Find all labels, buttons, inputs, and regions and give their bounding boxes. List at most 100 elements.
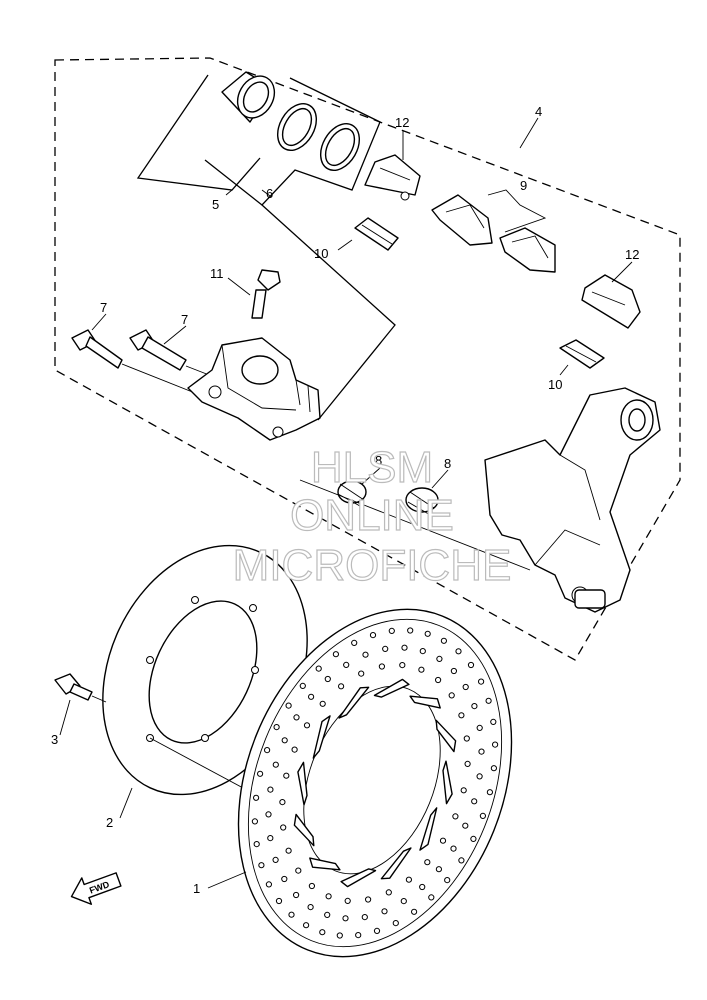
watermark-line-2: ONLINE [290,491,454,540]
disc-hole [351,639,358,647]
leader-7b [163,325,187,345]
disc-slot [338,686,370,719]
disc-hole [400,898,407,905]
pin-bolt-left [71,329,123,369]
disc-hole [281,875,288,883]
disc-slot [380,847,412,880]
disc-hole [299,682,306,690]
disc-hole [319,700,326,707]
disc-hole [405,876,412,883]
leader-5 [225,189,233,196]
callout-10-lower: 10 [548,377,562,392]
disc-hole [253,841,260,848]
disc-hole [419,648,426,655]
disc-hole [319,929,326,936]
boot-axis-line [299,479,531,571]
disc-hole [324,675,331,683]
disc-slot [409,695,441,709]
disc-hole [467,661,475,669]
brake-disc [237,608,513,958]
callout-5: 5 [212,197,219,212]
pin-axis-line-1 [121,363,201,396]
disc-hole [458,712,465,719]
watermark-line-1: HLSM [311,443,433,492]
disc-slot [340,868,377,888]
group-bracket-5 [136,74,261,191]
callout-2: 2 [106,815,113,830]
leader-10a [337,239,353,251]
disc-slot [297,761,308,806]
disc-hole [479,812,486,820]
callout-4: 4 [535,104,542,119]
leader-3 [59,699,71,736]
leader-8b [431,469,449,489]
caliper-section-outline [261,204,396,421]
leader-1 [207,871,247,889]
disc-hole [315,665,322,672]
callout-12-lower: 12 [625,247,639,262]
disc-hole [365,896,372,903]
disc-hole [264,747,271,754]
forward-arrow-icon: FWD [70,872,122,905]
disc-hole [444,877,451,884]
disc-hole [471,798,478,805]
piston-seals [276,103,361,171]
disc-hole [478,678,485,685]
disc-hole [424,859,431,866]
disc-hole [424,630,431,637]
disc-hole [280,824,287,831]
bleed-screw [251,269,281,319]
pin-bolt-right [129,329,187,371]
disc-hole [435,866,442,873]
disc-hole [458,857,465,864]
disc-hole [295,867,302,874]
callout-9: 9 [520,178,527,193]
disc-hole [303,722,311,729]
disc-hole [450,667,457,675]
disc-hole [291,746,298,753]
leader-12b [611,261,633,283]
disc-hole [307,904,314,911]
leader-2 [119,787,133,819]
disc-hole [267,786,274,793]
disc-slot [373,678,410,698]
disc-hole [419,883,426,891]
disc-hole [392,920,399,927]
leader-8a [361,467,381,485]
disc-hole [325,893,332,900]
disc-hole [272,761,279,768]
disc-hole [303,922,310,929]
disc-hole [273,724,280,731]
disc-hole [388,627,395,635]
disc-hole [378,663,385,670]
disc-hole [399,662,406,669]
disc-slot [442,760,453,805]
disc-hole [258,862,265,869]
callout-7-left: 7 [100,300,107,315]
disc-hole [436,655,443,663]
disc-hole [293,891,300,899]
disc-hole [381,908,388,915]
disc-hole [344,897,351,905]
disc-hole [285,847,292,854]
disc-hole [411,908,418,915]
callout-3: 3 [51,732,58,747]
disc-hole [338,683,345,690]
disc-hole [464,760,471,768]
disc-hole [361,914,368,921]
brake-pad-lower [581,274,641,329]
disc-drill-holes [251,627,499,939]
disc-hole [439,837,447,844]
callout-7-right: 7 [181,312,188,327]
disc-hole [490,718,497,726]
disc-hole [355,932,362,939]
pad-spring-left [431,194,493,246]
disc-hole [308,693,315,700]
group-bracket-6 [204,77,381,206]
disc-slots [293,678,457,888]
disc-hole [288,911,295,918]
piston [221,71,276,123]
disc-hole [418,666,425,673]
caliper-body [187,337,321,441]
